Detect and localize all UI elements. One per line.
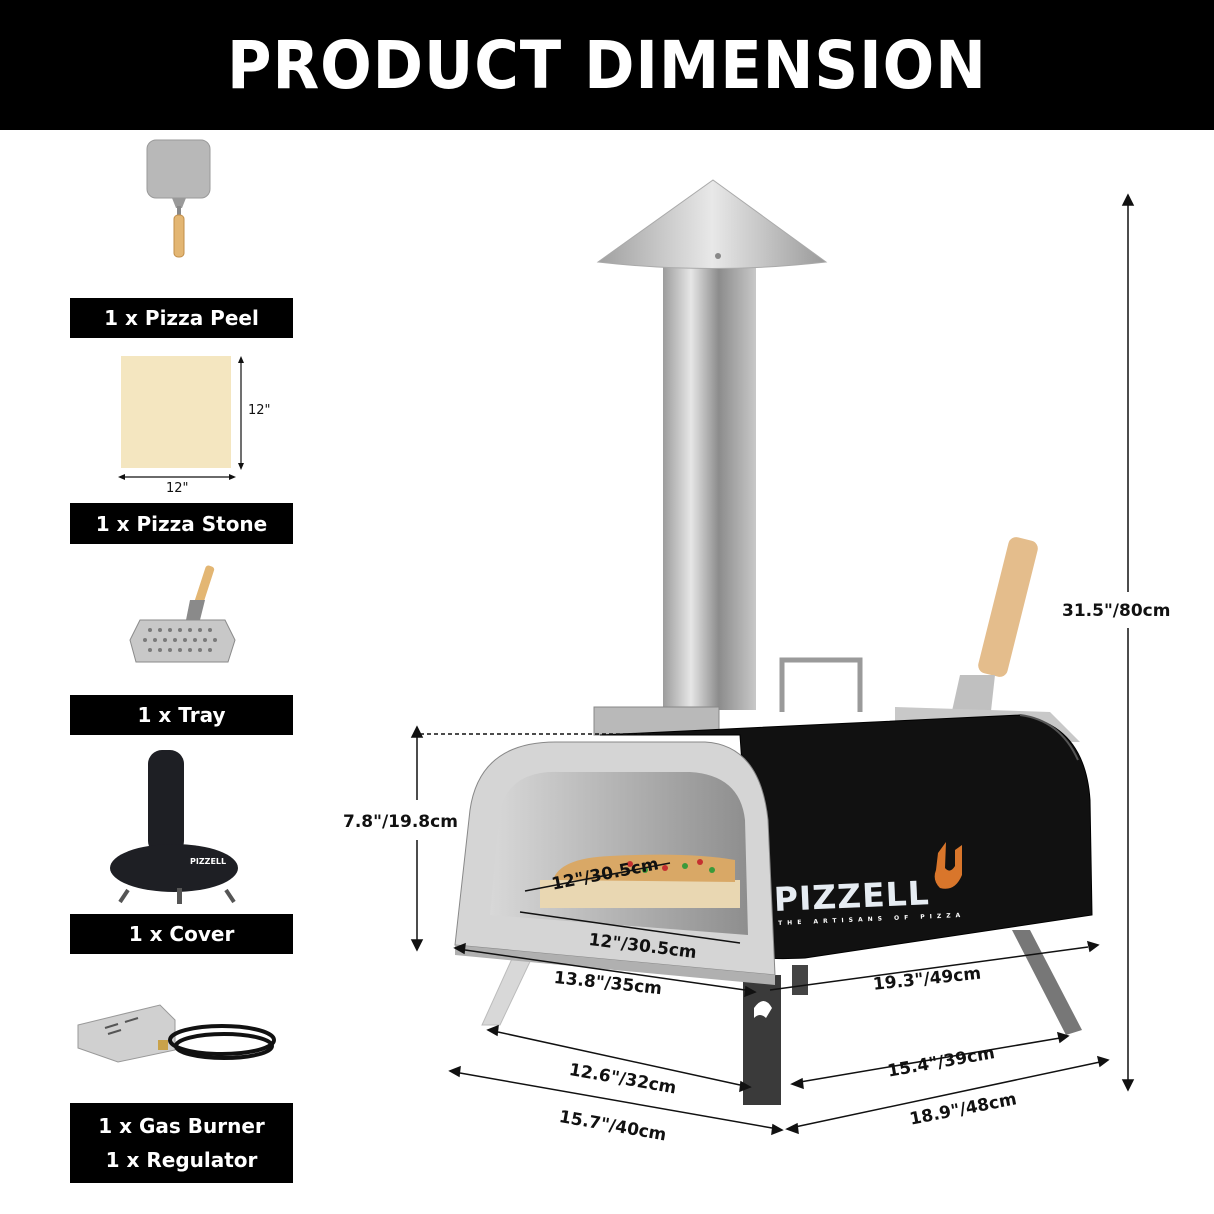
page-header: PRODUCT DIMENSION: [0, 0, 1214, 130]
stone-height-dim: 12": [248, 403, 271, 418]
oven-front-frame: [454, 741, 776, 985]
pizza-stone-image: [118, 356, 244, 480]
pizza-peel-image: [146, 139, 211, 258]
brand-logo: [934, 842, 962, 889]
accessory-label-text: 1 x Pizza Peel: [104, 306, 259, 330]
stone-width-dim: 12": [166, 481, 189, 496]
dim-total-height: 31.5"/80cm: [1062, 601, 1171, 621]
stored-peel: [895, 537, 1080, 742]
brand-name: PIZZELL: [773, 873, 931, 919]
accessory-label-tray: 1 x Tray: [70, 695, 293, 735]
accessory-label-text: 1 x Tray: [137, 703, 226, 727]
dim-opening-height: 7.8"/19.8cm: [343, 812, 458, 832]
perforated-tray-image: [129, 565, 236, 663]
accessory-label-cover: 1 x Cover: [70, 914, 293, 954]
accessory-label-text: 1 x Gas Burner: [98, 1114, 265, 1138]
accessory-label-pizza-stone: 1 x Pizza Stone: [70, 503, 293, 544]
gas-burner-regulator-image: [77, 1004, 276, 1063]
chimney: [593, 179, 828, 736]
accessory-label-gas-burner-regulator: 1 x Gas Burner 1 x Regulator: [70, 1103, 293, 1183]
oven-handle: [779, 657, 863, 712]
dimension-lines: [410, 193, 1135, 1136]
accessory-label-text: 1 x Cover: [128, 922, 235, 946]
accessory-label-text: 1 x Pizza Stone: [95, 511, 268, 536]
accessory-label-pizza-peel: 1 x Pizza Peel: [70, 298, 293, 338]
svg-text:PIZZELL: PIZZELL: [190, 857, 226, 866]
oven-legs: [481, 929, 1082, 1105]
page-title: PRODUCT DIMENSION: [227, 26, 987, 104]
accessory-label-text: 1 x Regulator: [105, 1148, 258, 1172]
oven-cover-image: PIZZELL: [110, 750, 238, 904]
